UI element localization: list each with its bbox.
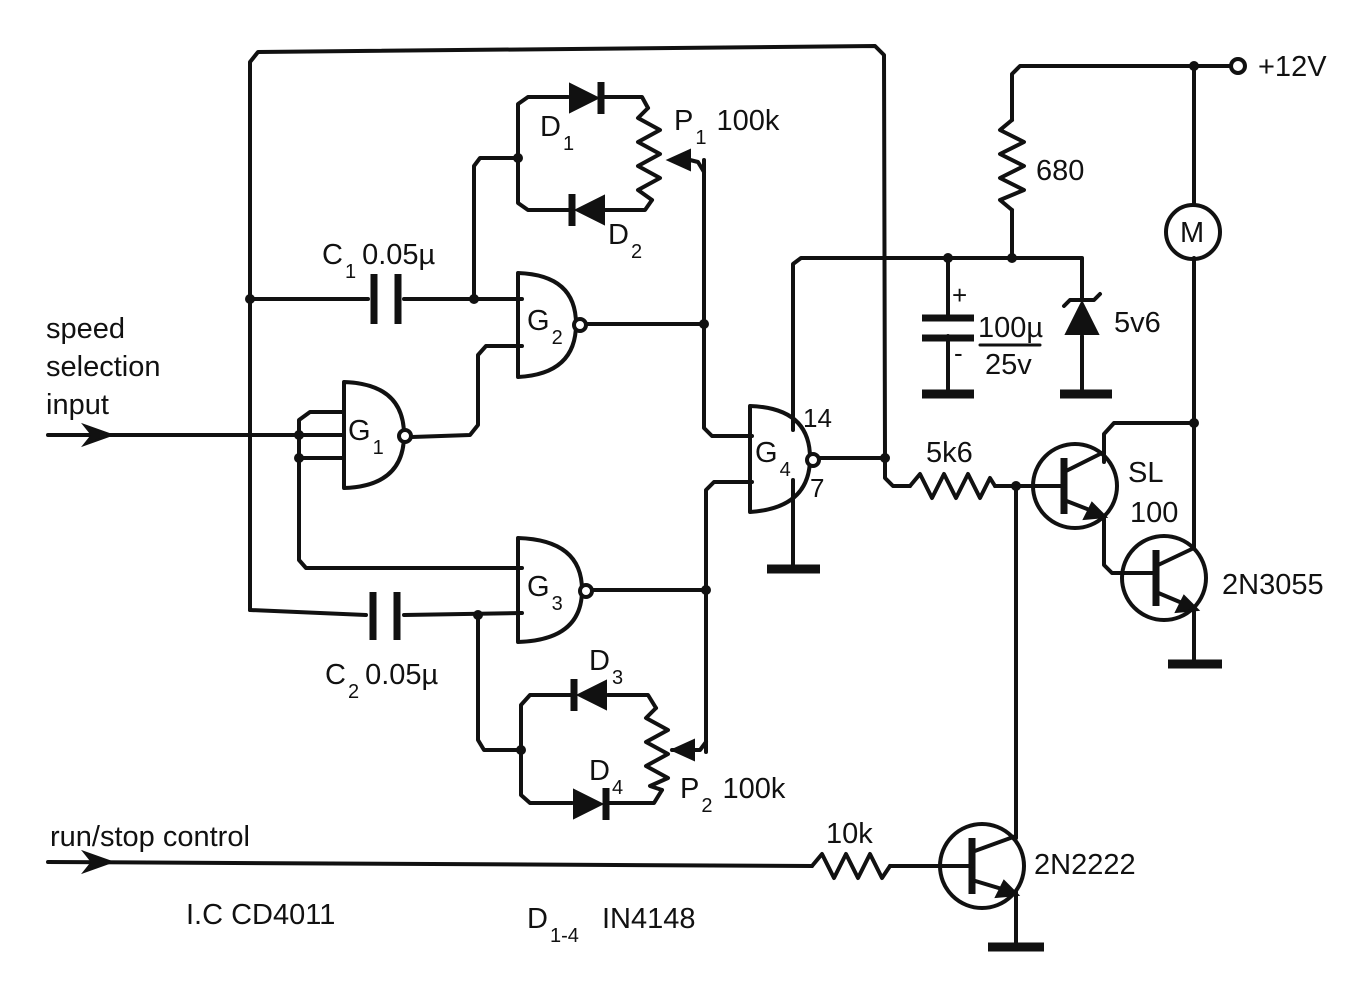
diode-d1-label: D1	[540, 111, 574, 155]
runstop-input-arrow-icon	[81, 849, 115, 875]
ground-symbols	[767, 389, 1222, 952]
p1-wiper-arrow-icon	[665, 148, 691, 172]
diode-d4-icon	[573, 788, 610, 820]
p2-wiper-arrow-icon	[669, 738, 695, 762]
motor-label: M	[1180, 217, 1204, 249]
gate-g2-label: G2	[527, 305, 563, 349]
gate-g3-label: G3	[527, 571, 563, 615]
gate4-pin14-label: 14	[803, 403, 832, 433]
transistor-sl100-label-line1: SL	[1128, 457, 1163, 489]
transistor-sl100-label-line2: 100	[1130, 497, 1178, 529]
diode-d1-icon	[569, 82, 605, 114]
electrolytic-minus-label: -	[954, 338, 963, 368]
supply-voltage-label: +12V	[1258, 51, 1327, 83]
speed-selection-label-line3: input	[46, 389, 109, 421]
nand-gate-g4-symbol	[748, 404, 821, 514]
pot-p1-label: P1100k	[674, 105, 780, 149]
electrolytic-value-label: 100µ	[978, 312, 1043, 344]
resistor-5k6-label: 5k6	[926, 437, 973, 469]
capacitor-c1-label: C10.05µ	[322, 239, 436, 283]
resistor-10k-label: 10k	[826, 818, 873, 850]
diode-d3-label: D3	[589, 645, 623, 689]
zener-diode-icon	[1062, 292, 1102, 335]
potentiometer-p2-symbol	[644, 706, 670, 792]
speed-selection-label-line2: selection	[46, 351, 160, 383]
gate4-pin7-label: 7	[810, 473, 824, 503]
resistor-680-symbol	[998, 118, 1026, 212]
junction-dots	[245, 61, 1199, 755]
diode-d4-label: D4	[589, 755, 623, 799]
supply-terminal-icon	[1229, 57, 1247, 75]
nand-gate-g2-symbol	[516, 271, 588, 379]
diode-part-label: D1-4	[527, 903, 579, 947]
diode-d2-label: D2	[608, 219, 642, 263]
electrolytic-plus-label: +	[952, 280, 967, 310]
transistor-2n3055-symbol	[1120, 534, 1208, 622]
capacitor-c2-symbol	[369, 592, 401, 640]
speed-selection-label-line1: speed	[46, 313, 125, 345]
resistor-10k-symbol	[810, 852, 892, 880]
motor-circle	[1164, 203, 1222, 261]
electrolytic-capacitor-symbol	[922, 314, 974, 342]
diode-d2-icon	[568, 194, 605, 226]
gate-g4-label: G4	[755, 437, 791, 481]
resistor-5k6-symbol	[908, 472, 997, 500]
diode-d3-icon	[570, 679, 607, 711]
runstop-control-label: run/stop control	[50, 821, 250, 853]
nand-gate-g3-symbol	[516, 536, 594, 644]
capacitor-c2-label: C20.05µ	[325, 659, 439, 703]
resistor-680-label: 680	[1036, 155, 1084, 187]
diode-part-number: IN4148	[602, 903, 696, 935]
electrolytic-voltage-label: 25v	[985, 349, 1032, 381]
nand-gate-g1-symbol	[342, 380, 413, 490]
transistor-2n2222-symbol	[938, 822, 1026, 910]
capacitor-c1-symbol	[370, 274, 402, 324]
potentiometer-p1-symbol	[636, 106, 662, 202]
zener-label: 5v6	[1114, 307, 1161, 339]
speed-input-arrow-icon	[81, 422, 115, 448]
transistor-sl100-symbol	[1031, 442, 1119, 530]
wiring	[46, 44, 1232, 947]
ic-part-label: I.C CD4011	[186, 899, 335, 931]
gate-g1-label: G1	[348, 415, 384, 459]
transistor-2n2222-label: 2N2222	[1034, 849, 1136, 881]
pot-p2-label: P2100k	[680, 773, 786, 817]
transistor-2n3055-label: 2N3055	[1222, 569, 1324, 601]
